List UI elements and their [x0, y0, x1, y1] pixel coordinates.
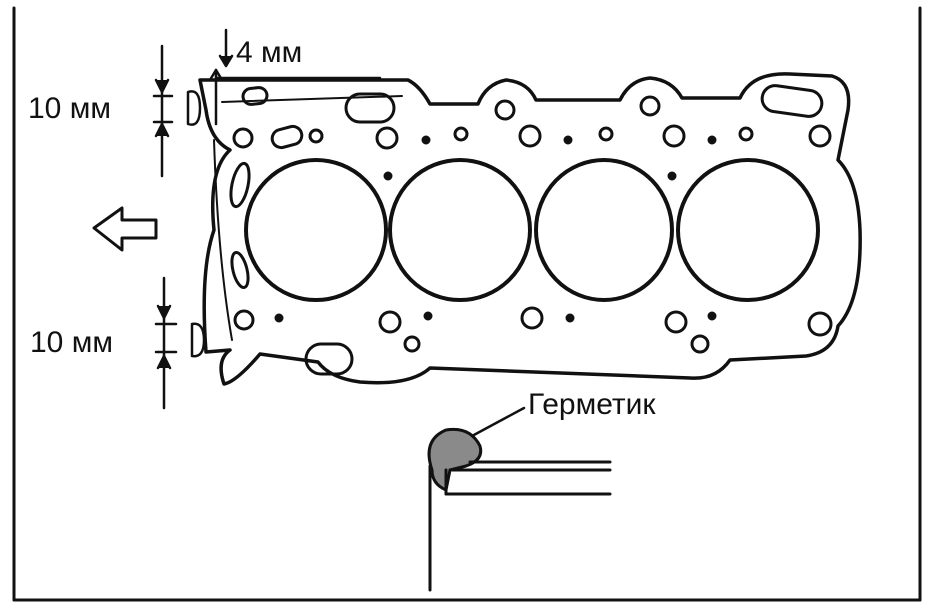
label-left-bottom-offset: 10 мм: [30, 326, 113, 359]
cylinder-bores: [244, 158, 820, 302]
arrow-left-icon: [92, 206, 158, 252]
dimension-10mm-top: [152, 44, 202, 178]
dimension-4mm: [208, 28, 382, 126]
sealant-bead: [427, 427, 483, 493]
bore-2: [388, 158, 532, 302]
oil-passages: [229, 84, 824, 376]
frame: [12, 6, 922, 602]
bolt-holes: [232, 95, 833, 354]
label-top-offset: 4 мм: [236, 36, 302, 69]
bore-1: [244, 158, 388, 302]
bore-3: [534, 158, 674, 302]
label-left-top-offset: 10 мм: [28, 92, 111, 125]
gasket-outline: [198, 72, 862, 386]
sealant-detail: [427, 406, 612, 592]
gasket-inner-edge: [213, 95, 403, 341]
dimension-10mm-bottom: [154, 276, 206, 410]
bore-4: [676, 158, 820, 302]
label-sealant: Герметик: [528, 388, 656, 421]
sealant-leader: [470, 406, 526, 438]
